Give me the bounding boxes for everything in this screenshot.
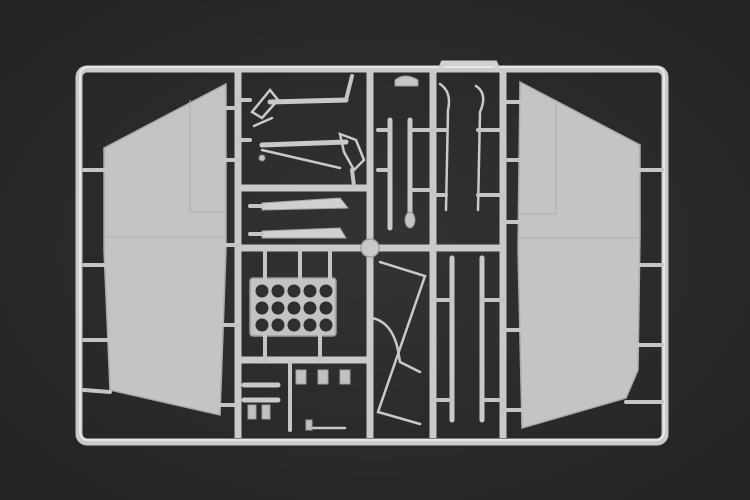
plate-hole	[319, 318, 333, 332]
plate-hole	[255, 301, 269, 315]
perforated-plate	[249, 248, 337, 362]
small-bracket-parts	[241, 360, 351, 432]
linkage-parts	[236, 74, 366, 188]
plate-hole	[287, 318, 301, 332]
blade-strips	[248, 197, 350, 239]
plate-hole	[271, 284, 285, 298]
plate-hole	[319, 301, 333, 315]
long-rods	[431, 82, 505, 423]
sprue-frame	[75, 60, 669, 446]
plate-hole	[303, 301, 317, 315]
centre-rods	[370, 75, 435, 426]
plate-hole	[287, 284, 301, 298]
plate-hole	[255, 318, 269, 332]
plate-hole	[271, 318, 285, 332]
plate-hole	[255, 284, 269, 298]
plate-hole	[271, 301, 285, 315]
plate-hole	[319, 284, 333, 298]
plate-hole	[287, 301, 301, 315]
plate-hole	[303, 318, 317, 332]
plate-hole	[303, 284, 317, 298]
right-wing-panel	[501, 80, 664, 429]
left-wing-panel	[82, 82, 240, 416]
